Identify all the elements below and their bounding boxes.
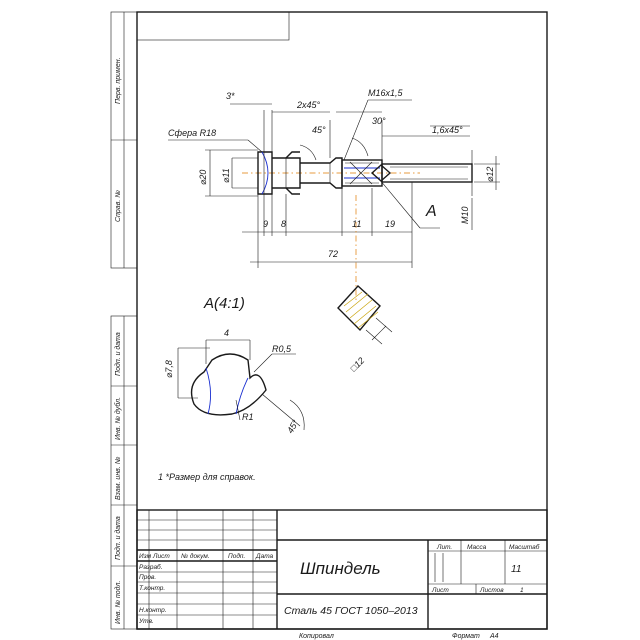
material-text: Сталь 45 ГОСТ 1050–2013	[284, 605, 418, 617]
side-label-podp-data-1: Подп. и дата	[114, 332, 122, 376]
detail-angle-45: 45°	[285, 418, 301, 435]
tb-col-mass: Масса	[467, 544, 487, 551]
side-label-podp-data-2: Подп. и дата	[114, 516, 122, 560]
dia-20-label: ⌀20	[198, 170, 208, 185]
tb-header-list: Лист	[152, 553, 170, 560]
side-strip-labels: Перв. примен. Справ. № Подп. и дата Инв.…	[114, 57, 122, 624]
detail-dimensions: 4 ⌀7,8 R0,5 R1 45°	[164, 328, 301, 435]
chamfer-16x45-label: 1,6x45°	[432, 125, 463, 135]
title-block-text: Изм Лист № докум. Подп. Дата Разраб. Про…	[138, 543, 540, 625]
detail-view: A(4:1)	[177, 295, 305, 431]
dia-11-label: ⌀11	[221, 168, 231, 183]
sphere-label: Сфера R18	[168, 128, 216, 138]
detail-r05: R0,5	[272, 344, 292, 354]
dim-11-label: 11	[352, 219, 361, 229]
tb-role-utv: Утв.	[138, 618, 154, 625]
detail-dim-4: 4	[224, 328, 229, 338]
tb-role-razrab: Разраб.	[139, 563, 163, 571]
tb-sheets-value: 1	[520, 587, 524, 594]
tb-header-podp: Подп.	[228, 552, 245, 560]
section-view: □12	[337, 285, 393, 373]
dim-19-label: 19	[385, 219, 395, 229]
side-label-sprav-no: Справ. №	[115, 190, 122, 222]
footer-format-value: A4	[489, 633, 499, 640]
tb-role-prov: Пров.	[139, 574, 156, 581]
dim-72-label: 72	[328, 249, 338, 259]
view-letter-a: A	[425, 203, 437, 220]
main-view	[168, 99, 500, 300]
part-name: Шпиндель	[300, 559, 381, 578]
side-label-inv-podl: Инв. № подл.	[114, 581, 122, 624]
thread-m16-label: M16x1,5	[368, 88, 404, 98]
section-square-12: □12	[348, 355, 366, 373]
tb-header-data: Дата	[255, 553, 274, 560]
main-view-dimensions: Сфера R18 3* 2x45° M16x1,5 45° 30° 1,6x4…	[168, 88, 495, 259]
tb-col-lit: Лит.	[436, 544, 452, 551]
frame	[110, 11, 548, 630]
footer-copied: Копировал	[299, 633, 334, 640]
tb-role-nkontr: Н.контр.	[139, 607, 167, 614]
chamfer-2x45-label: 2x45°	[296, 100, 321, 110]
side-label-vzam-inv: Взам. инв. №	[115, 456, 122, 500]
detail-r1: R1	[242, 412, 254, 422]
dim-8-label: 8	[281, 219, 286, 229]
tb-col-scale: Масштаб	[509, 543, 540, 551]
dim-3-label: 3*	[226, 91, 235, 101]
tb-sheets-label: Листов	[479, 587, 504, 594]
tb-sheet-label: Лист	[431, 587, 449, 594]
tb-header-doc: № докум.	[181, 552, 210, 560]
m10-label: M10	[460, 206, 470, 224]
title-block	[136, 509, 548, 630]
detail-dia-78: ⌀7,8	[164, 360, 174, 378]
angle-45-label: 45°	[312, 125, 326, 135]
tb-role-tkontr: Т.контр.	[139, 585, 165, 592]
footer-format-label: Формат	[452, 633, 480, 640]
footer: Копировал Формат A4	[299, 633, 499, 640]
note-text: 1 *Размер для справок.	[158, 472, 256, 482]
tb-scale-value: 11	[511, 564, 521, 575]
dia-12-label: ⌀12	[485, 167, 495, 182]
detail-title: A(4:1)	[203, 295, 245, 312]
angle-30-label: 30°	[372, 116, 386, 126]
dim-9-label: 9	[263, 219, 268, 229]
side-label-inv-dubl: Инв. № дубл.	[114, 397, 122, 440]
side-label-perv-primen: Перв. примен.	[115, 57, 122, 104]
tb-header-izm: Изм	[139, 553, 152, 560]
